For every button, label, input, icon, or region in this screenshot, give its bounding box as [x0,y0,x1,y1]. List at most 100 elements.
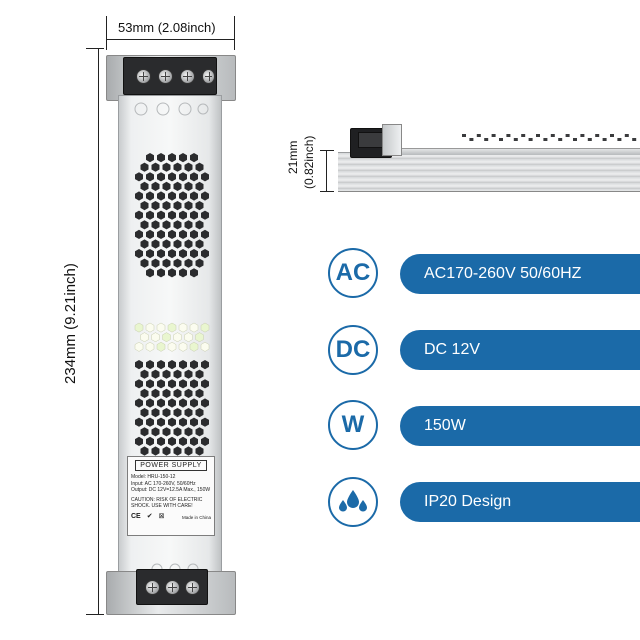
vent-hole [168,153,176,163]
vent-hole [195,181,204,191]
vent-hole [201,436,209,446]
side-vent-slot [624,134,629,137]
side-vent-slot [499,138,503,141]
vent-hole [179,436,187,446]
side-vent-slot [484,138,489,141]
vent-hole [162,388,171,398]
vent-hole [190,360,198,370]
vent-hole [179,191,187,201]
vent-hole [151,332,160,343]
vent-hole [140,181,149,191]
spec-bar-output-voltage: DC 12V [400,330,640,370]
dc-icon: DC [328,325,378,375]
spec-value-input-voltage: AC170-260V 50/60HZ [424,265,582,282]
spec-bar-power: 150W [400,406,640,446]
vent-hole [151,408,160,418]
side-vent-slot [602,138,607,141]
side-view-bracket [382,124,402,156]
vent-hole [168,360,176,370]
vent-hole [140,220,149,230]
vent-hole [184,239,193,249]
vent-hole [200,341,210,352]
vent-hole [157,436,165,446]
watt-icon: W [328,400,378,450]
side-vent-slot [491,134,496,137]
vent-hole [195,369,204,379]
vent-hole [179,379,187,389]
vent-hole [157,268,165,278]
side-vent-slot [617,138,622,141]
spec-value-ip-rating: IP20 Design [424,493,512,510]
vent-hole [184,162,193,172]
vent-hole [195,258,204,268]
vent-hole [190,268,198,278]
vent-hole [162,369,171,379]
side-view-vent-slots [462,134,637,141]
length-dimension-label: 234mm (9.21inch) [62,263,79,384]
vent-hole [190,249,198,259]
vent-hole [179,360,187,370]
terminal-screw [185,580,200,595]
vent-hole [201,398,209,408]
vent-hole [135,210,143,220]
vent-hole [146,172,154,182]
vent-hole [173,408,182,418]
spec-value-output-voltage: DC 12V [424,341,481,358]
vent-hole [167,322,177,333]
label-caution: CAUTION: RISK OF ELECTRIC SHOCK. USE WIT… [131,496,203,509]
water-drops-icon [328,477,378,527]
vent-hole [201,249,209,259]
side-vent-slot [587,138,592,141]
vent-hole [190,379,198,389]
vent-hole [151,427,160,437]
vent-hole [201,417,209,427]
rohs-mark-icon: ✔ [146,512,153,520]
vent-hole [151,201,160,211]
vent-hole [190,172,198,182]
vent-hole [157,210,165,220]
vent-hole [151,162,160,172]
side-vent-slot [565,134,570,137]
vent-hole [151,181,160,191]
vent-hole [162,258,171,268]
side-vent-slot [521,134,526,137]
upper-vent-holes [135,153,209,278]
vent-hole [201,172,209,182]
vent-hole [134,341,144,352]
side-vent-slot [543,138,548,141]
vent-hole [157,379,165,389]
side-vent-slot [595,134,600,137]
water-drops-icon-graphic [339,490,367,512]
vent-hole [173,369,182,379]
vent-hole [173,181,182,191]
side-view-case [338,152,640,192]
vent-hole [179,172,187,182]
vent-hole [168,268,176,278]
vent-hole [162,181,171,191]
vent-hole [140,201,149,211]
vent-hole [157,360,165,370]
vent-hole [135,360,143,370]
vent-hole [201,379,209,389]
vent-hole [190,153,198,163]
label-line-model: Model: HRU-150-12 [131,474,176,480]
certification-marks: CE ✔ ⊠ Made in China [131,512,211,520]
height-dimension-inch-label: (0.82inch) [302,135,316,189]
vent-hole [190,229,198,239]
side-vent-slot [476,134,481,137]
vent-hole [195,446,204,456]
vent-hole [190,436,198,446]
vent-hole [146,379,154,389]
bottom-terminal-block [136,569,208,605]
vent-hole [146,268,154,278]
vent-hole [162,239,171,249]
vent-hole [151,369,160,379]
vent-hole [184,388,193,398]
vent-hole [201,210,209,220]
vent-hole [135,229,143,239]
vent-hole [135,436,143,446]
side-vent-slot [573,138,577,141]
vent-hole [178,341,188,352]
vent-hole [135,379,143,389]
vent-hole [145,322,155,333]
